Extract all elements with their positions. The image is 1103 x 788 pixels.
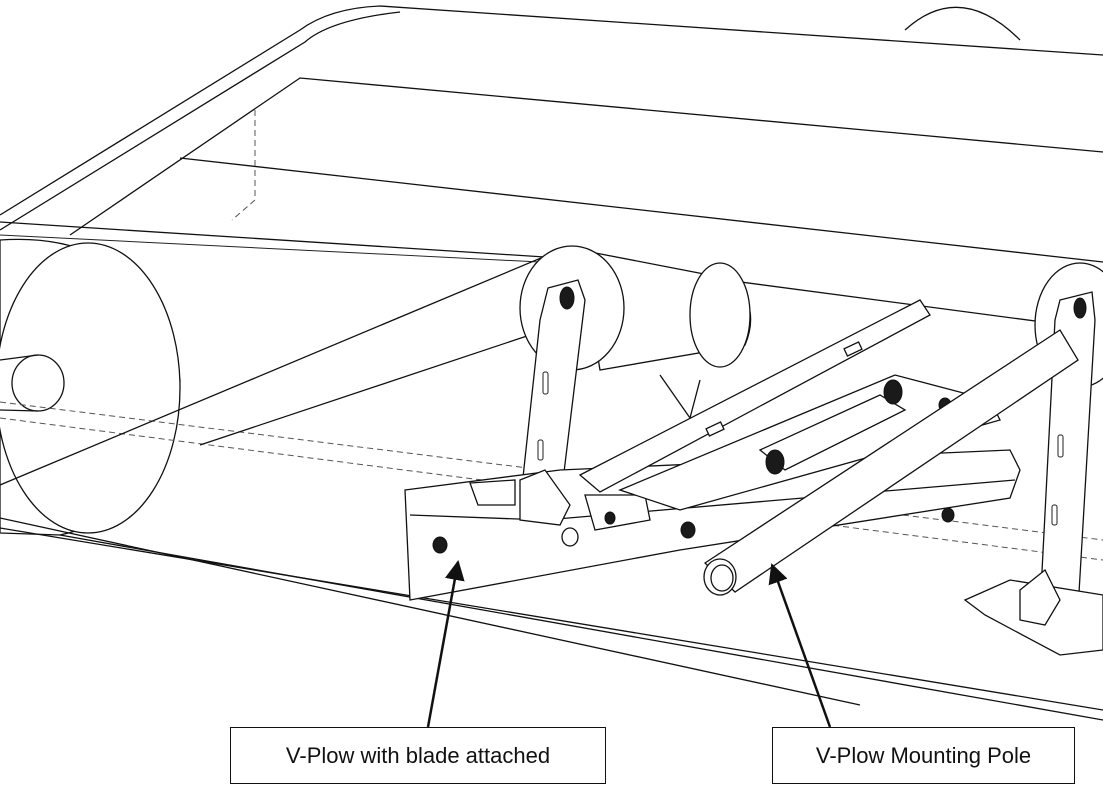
leader-arrow-2 (768, 563, 832, 728)
leader-arrow-1 (426, 560, 465, 728)
belt-bottom (0, 249, 1103, 721)
bracket-fragment-right (963, 568, 1103, 656)
callout-vplow-blade: V-Plow with blade attached (230, 727, 606, 784)
head-pulley (0, 238, 181, 536)
callout-label: V-Plow Mounting Pole (815, 742, 1032, 768)
callout-label: V-Plow with blade attached (285, 742, 551, 768)
vplow-arms (578, 299, 1001, 511)
callout-mounting-pole: V-Plow Mounting Pole (772, 727, 1075, 784)
vplow-mounting-pole (703, 329, 1079, 596)
